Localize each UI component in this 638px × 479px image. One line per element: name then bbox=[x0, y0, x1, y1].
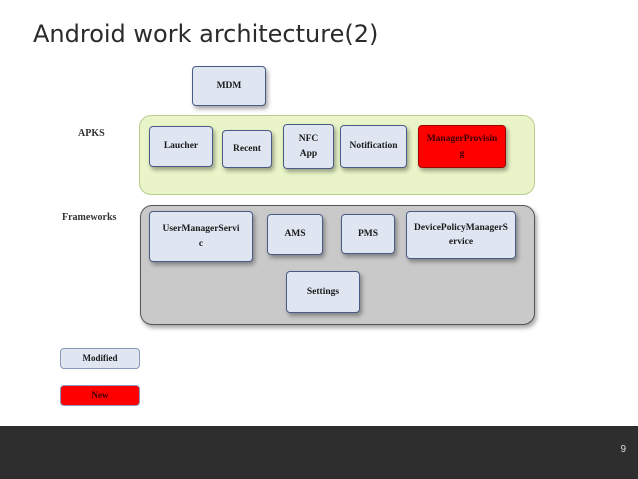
notification-box: Notification bbox=[340, 125, 407, 168]
settings-box: Settings bbox=[286, 271, 360, 313]
recent-box: Recent bbox=[222, 130, 272, 168]
slide-title: Android work architecture(2) bbox=[33, 20, 379, 48]
legend-new: New bbox=[60, 385, 140, 406]
user-manager-service-box: UserManagerServi c bbox=[149, 211, 253, 262]
legend-modified: Modified bbox=[60, 348, 140, 369]
manager-provisioning-box: ManagerProvisin g bbox=[418, 125, 506, 168]
mdm-box: MDM bbox=[192, 66, 266, 106]
slide-footer: 9 bbox=[0, 426, 638, 479]
frameworks-label: Frameworks bbox=[62, 212, 117, 223]
device-policy-manager-service-box: DevicePolicyManagerS ervice bbox=[406, 211, 516, 259]
apks-label: APKS bbox=[78, 128, 105, 139]
ams-box: AMS bbox=[267, 214, 323, 255]
laucher-box: Laucher bbox=[149, 126, 213, 167]
pms-box: PMS bbox=[341, 214, 395, 254]
nfc-app-box: NFC App bbox=[283, 124, 334, 169]
page-number: 9 bbox=[620, 444, 626, 455]
